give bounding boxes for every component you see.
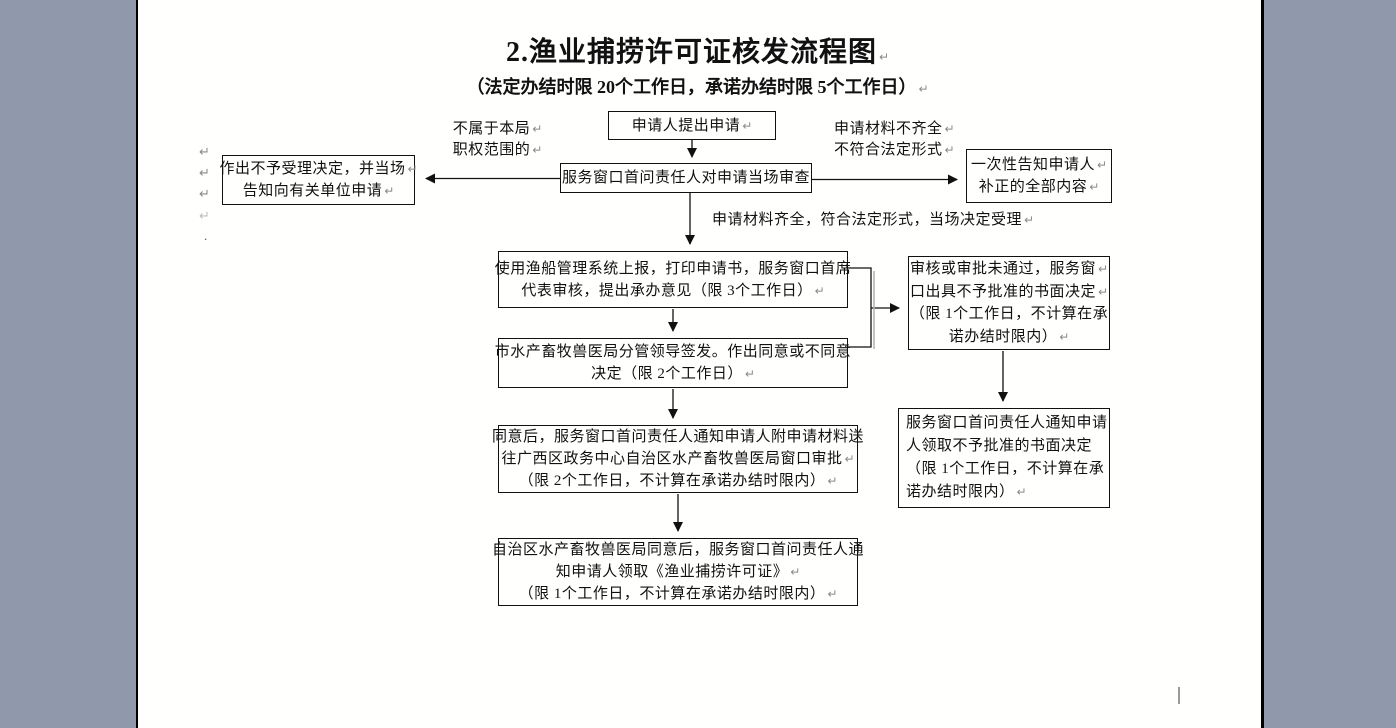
page-subtitle-text: （法定办结时限 20个工作日，承诺办结时限 5个工作日） [466,77,917,97]
paragraph-mark-icon: ↵ [532,143,543,157]
paragraph-mark-icon: ↵ [407,162,418,176]
paragraph-mark-icon: ↵ [1089,180,1100,194]
page-title: 2.渔业捕捞许可证核发流程图↵ [136,33,1259,77]
paragraph-mark-icon: ↵ [814,283,825,298]
node-onetime-notice: 一次性告知申请人↵ 补正的全部内容↵ [966,149,1112,203]
paragraph-mark-icon: ↵ [1096,158,1108,172]
paragraph-mark-icon: ↵ [199,166,210,181]
page-subtitle: （法定办结时限 20个工作日，承诺办结时限 5个工作日）↵ [136,74,1259,102]
node-issue-license: 自治区水产畜牧兽医局同意后，服务窗口首问责任人通 知申请人领取《渔业捕捞许可证》… [492,538,864,606]
paragraph-mark-icon: ↵ [827,587,838,601]
label-materials-incomplete: 申请材料不齐全↵ 不符合法定形式↵ [834,121,955,158]
paragraph-mark-icon: ↵ [1016,485,1027,499]
paragraph-mark-icon: ↵ [744,367,755,381]
paragraph-mark-icon: ↵ [199,187,210,202]
node-pickup-decision: 服务窗口首问责任人通知申请 人领取不予批准的书面决定 （限 1个工作日，不计算在… [898,408,1110,508]
paragraph-mark-icon: ↵ [944,143,955,157]
node-leader-sign: 市水产畜牧兽医局分管领导签发。作出同意或不同意 决定（限 2个工作日）↵ [495,338,851,388]
label-materials-complete: 申请材料齐全，符合法定形式，当场决定受理↵ [712,212,1035,228]
node-window-review: 服务窗口首问责任人对申请当场审查 [560,163,812,193]
period-mark: . [204,228,208,243]
paragraph-mark-icon: ↵ [384,184,395,198]
paragraph-mark-icon: ↵ [1024,213,1035,227]
paragraph-mark-icon: ↵ [199,145,210,160]
node-not-approved: 审核或审批未通过，服务窗↵ 口出具不予批准的书面决定↵ （限 1个工作日，不计算… [908,256,1110,350]
paragraph-mark-icon: ↵ [532,122,543,136]
paragraph-mark-icon: ↵ [878,50,890,64]
node-apply: 申请人提出申请↵ [608,111,776,140]
paragraph-mark-icon: ↵ [918,82,929,96]
node-reject-notice: 作出不予受理决定，并当场↵ 告知向有关单位申请↵ [219,155,418,205]
paragraph-mark-icon: ↵ [1097,284,1109,299]
paragraph-mark-icon: ↵ [1059,329,1070,344]
paragraph-mark-icon: ↵ [742,118,753,133]
node-send-approve: 同意后，服务窗口首问责任人通知申请人附申请材料送 往广西区政务中心自治区水产畜牧… [492,425,864,493]
paragraph-mark-icon: ↵ [790,565,801,579]
node-system-report: 使用渔船管理系统上报，打印申请书，服务窗口首席 代表审核，提出承办意见（限 3个… [495,251,851,308]
label-out-of-scope: 不属于本局↵ 职权范围的↵ [452,121,543,158]
page-title-text: 2.渔业捕捞许可证核发流程图 [505,37,877,68]
paragraph-mark-icon: ↵ [844,452,855,466]
paragraph-mark-icon: ↵ [944,122,955,136]
paragraph-mark-icon: ↵ [1097,262,1109,276]
paragraph-mark-icon: ↵ [199,209,210,224]
paragraph-mark-icon: ↵ [827,474,838,488]
text-cursor[interactable] [1178,687,1180,704]
